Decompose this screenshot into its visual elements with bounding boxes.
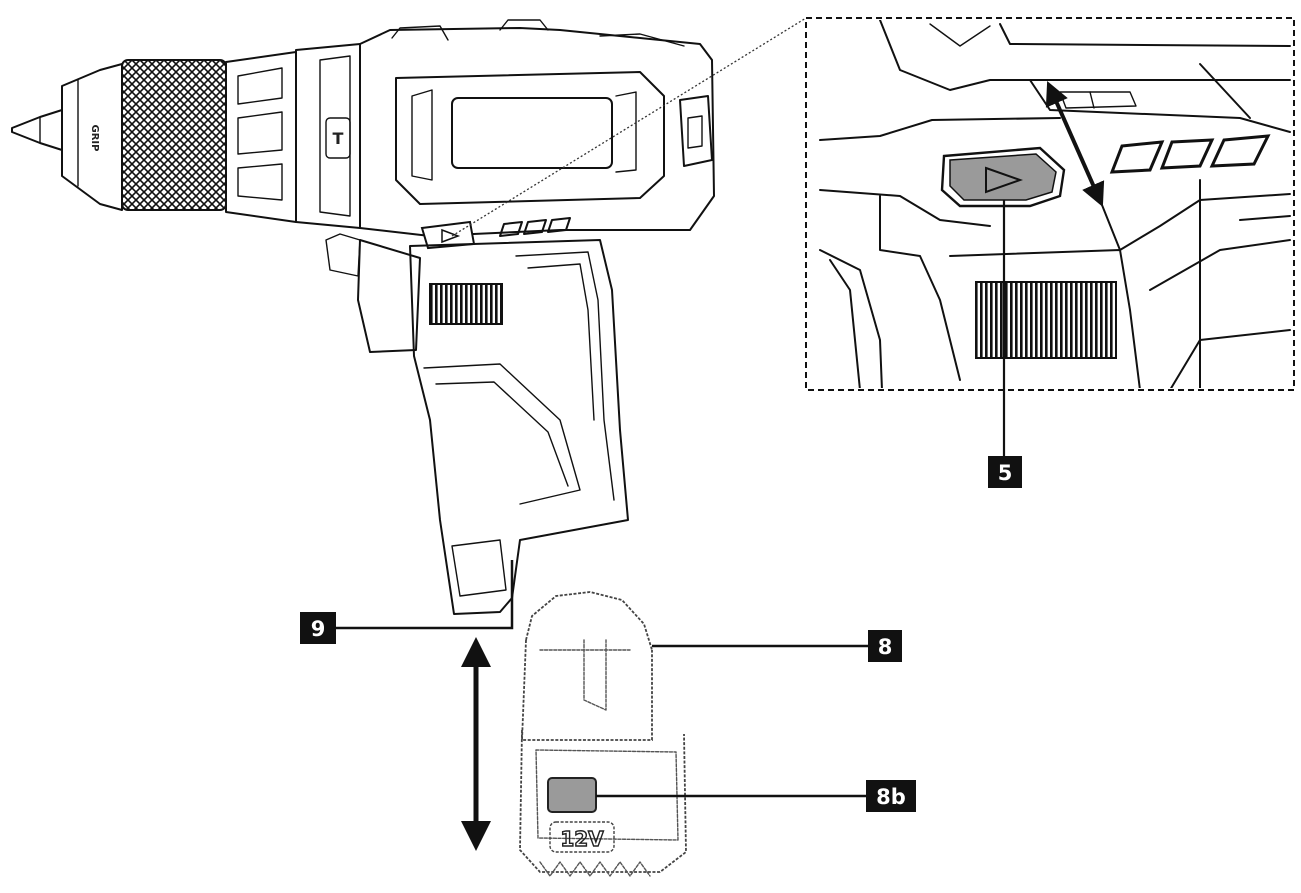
leader-line-9: [336, 560, 514, 630]
callout-8b-label: 8b: [876, 785, 906, 809]
battery-voltage-label: 12V: [560, 827, 604, 851]
gear-selector: [325, 117, 351, 159]
drill: GRIP T: [11, 19, 715, 615]
chuck-label: GRIP: [89, 125, 100, 152]
battery-pack: 12V: [519, 591, 687, 877]
callout-8-label: 8: [878, 635, 893, 659]
callout-5-label: 5: [998, 461, 1013, 485]
battery-base: [519, 729, 687, 873]
zoom-detail: [805, 17, 1295, 391]
battery-top: [525, 591, 653, 651]
zoom-direction-arrow: [1045, 81, 1105, 207]
gear-mark: T: [333, 129, 344, 148]
zoom-led-indicators: [1109, 134, 1271, 174]
rear-vent: [679, 95, 713, 167]
trigger-grille: [429, 283, 503, 325]
motor-housing: [359, 27, 715, 237]
zoom-trigger-grille: [975, 281, 1117, 359]
callout-8: 8: [868, 630, 902, 662]
side-window: [451, 97, 613, 169]
torque-collar: [225, 51, 297, 223]
side-panel: [395, 71, 665, 205]
led-indicators: [499, 217, 571, 237]
chuck-tip: [11, 109, 63, 151]
chuck-knurled-sleeve: [121, 59, 227, 211]
callout-5: 5: [988, 456, 1022, 488]
battery-release-button: [547, 777, 597, 813]
callout-9: 9: [300, 612, 336, 644]
callout-8b: 8b: [866, 780, 916, 812]
callout-9-label: 9: [311, 617, 326, 641]
chuck-nose: [61, 63, 123, 211]
battery-body: [521, 639, 653, 741]
zoom-guide-line: [451, 17, 807, 237]
